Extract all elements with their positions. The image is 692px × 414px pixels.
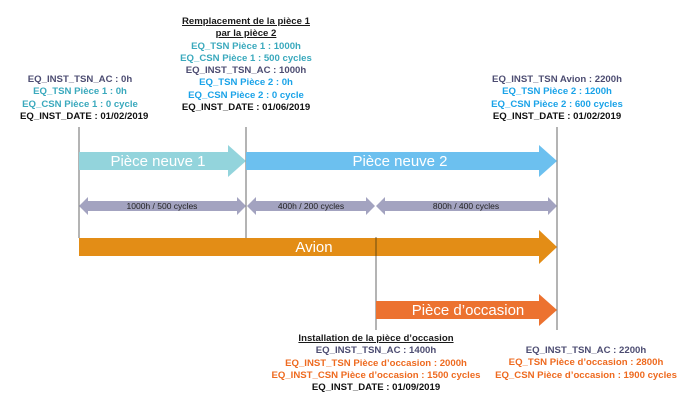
start-tsn-piece1: EQ_TSN Pièce 1 : 0h — [33, 86, 127, 98]
arrow-piece-neuve-2 — [246, 145, 557, 177]
occasion-end-tsn: EQ_TSN Pièce d’occasion : 2800h — [508, 357, 664, 369]
end-inst-tsn-avion: EQ_INST_TSN Avion : 2200h — [492, 74, 622, 85]
arrow-piece-occasion — [376, 294, 557, 326]
installation-inst-csn-occasion: EQ_INST_CSN Pièce d’occasion : 1500 cycl… — [271, 369, 481, 381]
arrow-piece-neuve-1-label: Pièce neuve 1 — [110, 153, 205, 170]
start-csn-piece1: EQ_CSN Pièce 1 : 0 cycle — [22, 98, 138, 110]
end-csn-piece2: EQ_CSN Pièce 2 : 600 cycles — [491, 98, 623, 110]
installation-title: Installation de la pièce d’occasion — [298, 333, 454, 344]
installation-inst-tsn-ac: EQ_INST_TSN_AC : 1400h — [315, 345, 437, 357]
start-info-block: EQ_INST_TSN_AC : 0h EQ_TSN Pièce 1 : 0h … — [20, 74, 149, 123]
duration-arrow-2 — [247, 197, 375, 215]
arrow-piece-occasion-label: Pièce d’occasion — [412, 302, 525, 319]
start-inst-date: EQ_INST_DATE : 01/02/2019 — [20, 110, 149, 122]
replacement-title-2: par la pièce 2 — [215, 28, 277, 40]
installation-info-block: Installation de la pièce d’occasion EQ_I… — [256, 333, 496, 394]
start-inst-tsn-ac: EQ_INST_TSN_AC : 0h — [27, 74, 133, 85]
replacement-info-block: Remplacement de la pièce 1 par la pièce … — [176, 16, 316, 114]
arrow-avion — [79, 230, 557, 264]
duration-arrow-3 — [376, 197, 557, 215]
occasion-end-inst-tsn-ac: EQ_INST_TSN_AC : 2200h — [525, 345, 647, 356]
duration-arrow-1 — [79, 197, 246, 215]
replacement-title-1: Remplacement de la pièce 1 — [182, 16, 310, 27]
arrow-avion-label: Avion — [295, 239, 332, 256]
installation-inst-tsn-occasion: EQ_INST_TSN Pièce d’occasion : 2000h — [285, 357, 467, 369]
arrow-piece-neuve-1 — [79, 145, 246, 177]
replacement-csn-piece1: EQ_CSN Pièce 1 : 500 cycles — [180, 52, 312, 64]
occasion-end-info-block: EQ_INST_TSN_AC : 2200h EQ_TSN Pièce d’oc… — [486, 345, 686, 382]
duration-label-3: 800h / 400 cycles — [433, 201, 499, 211]
end-info-block: EQ_INST_TSN Avion : 2200h EQ_TSN Pièce 2… — [480, 74, 634, 123]
arrow-piece-neuve-2-label: Pièce neuve 2 — [352, 153, 447, 170]
replacement-inst-tsn-ac: EQ_INST_TSN_AC : 1000h — [185, 65, 307, 77]
replacement-csn-piece2: EQ_CSN Pièce 2 : 0 cycle — [188, 89, 304, 101]
occasion-end-csn: EQ_CSN Pièce d’occasion : 1900 cycles — [495, 369, 677, 381]
end-tsn-piece2: EQ_TSN Pièce 2 : 1200h — [502, 86, 612, 98]
end-inst-date: EQ_INST_DATE : 01/02/2019 — [492, 110, 622, 122]
duration-label-2: 400h / 200 cycles — [278, 201, 344, 211]
replacement-tsn-piece2: EQ_TSN Pièce 2 : 0h — [199, 77, 293, 89]
replacement-tsn-piece1: EQ_TSN Pièce 1 : 1000h — [191, 40, 301, 52]
installation-inst-date: EQ_INST_DATE : 01/09/2019 — [311, 382, 441, 394]
duration-label-1: 1000h / 500 cycles — [127, 201, 198, 211]
replacement-inst-date: EQ_INST_DATE : 01/06/2019 — [181, 102, 311, 114]
